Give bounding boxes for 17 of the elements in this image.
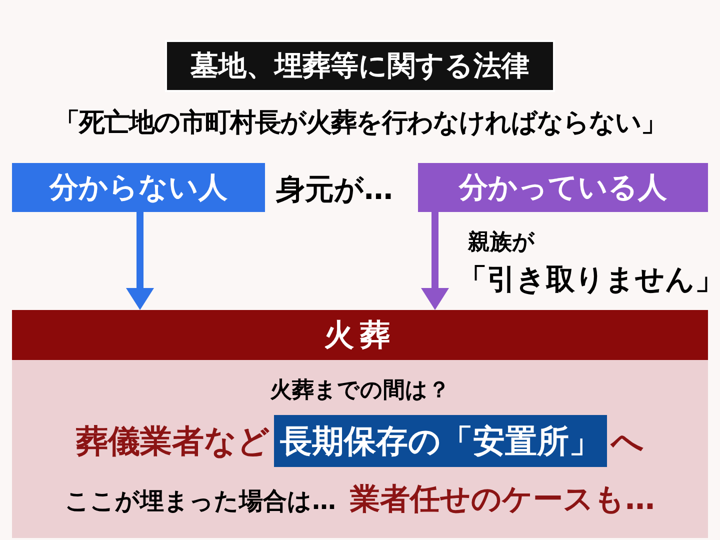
category-box: 分からない人 [12, 163, 265, 212]
quote-text: 「死亡地の市町村長が火葬を行わなければならない」 [53, 107, 667, 140]
quote-text: 「引き取りません」 [458, 261, 720, 298]
condition-text: ここが埋まった場合は… [65, 486, 336, 517]
arrow [421, 212, 449, 310]
arrow [126, 212, 154, 310]
question-text: 火葬までの間は？ [270, 377, 450, 405]
panel-header: 火葬 [12, 310, 708, 360]
highlight-text: へ [611, 421, 644, 462]
category-box: 分かっている人 [418, 163, 708, 212]
title-banner: 墓地、埋葬等に関する法律 [165, 40, 555, 92]
panel [12, 310, 708, 538]
highlight-box: 長期保存の「安置所」 [274, 415, 607, 467]
caption-text: 身元が… [276, 171, 393, 208]
highlight-text: 業者任せのケースも… [350, 481, 655, 519]
note-text: 親族が [468, 229, 535, 257]
highlight-text: 葬儀業者など [76, 421, 270, 462]
